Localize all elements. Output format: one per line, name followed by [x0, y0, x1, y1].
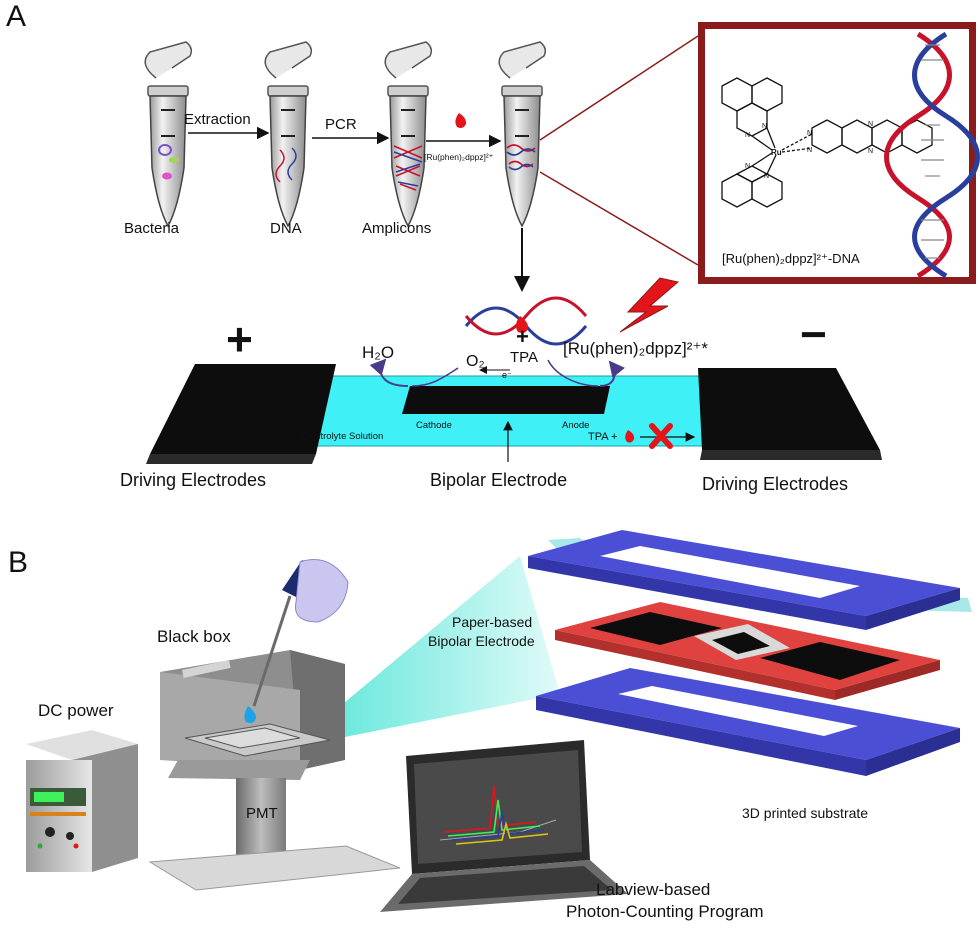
o2-label: O₂ [466, 353, 485, 370]
anode-label: Anode [562, 420, 589, 431]
ru-complex-label: [Ru(phen)₂dppz]²⁺* [563, 339, 708, 358]
tube-bacteria-icon [144, 41, 193, 227]
inset-callout-line-bottom [539, 171, 699, 266]
dna-complex-icon [464, 296, 588, 346]
dc-power-label: DC power [38, 701, 114, 720]
dna-helix-icon [884, 31, 980, 279]
bipolar-electrode [402, 386, 610, 414]
ru-complex-small-label: [Ru(phen)₂dppz]²⁺ [424, 152, 493, 162]
ru-complex-structure-icon [721, 77, 933, 208]
driving-electrode-right [698, 368, 880, 450]
paper-bpe-label-1: Paper-based [452, 614, 532, 630]
n-atom-label-4: N [764, 173, 769, 180]
pcr-label: PCR [325, 116, 357, 133]
lightning-icon [619, 277, 680, 333]
paper-bpe-label-2: Bipolar Electrode [428, 633, 535, 649]
n-atom-label-8: N [868, 148, 873, 155]
tube-amplicons-icon [384, 41, 433, 227]
view-beam [290, 556, 560, 748]
n-atom-label-1: N [762, 123, 767, 130]
bipolar-electrode-label: Bipolar Electrode [430, 470, 567, 490]
driving-electrodes-right-label: Driving Electrodes [702, 474, 848, 494]
bottom-substrate [536, 668, 960, 776]
tube-dna-icon [264, 41, 313, 227]
pmt-label: PMT [246, 805, 278, 822]
cathode-label: Cathode [416, 420, 452, 431]
paper-electrode [555, 602, 940, 700]
anode-plus-sign: + [226, 313, 253, 365]
n-atom-label-5: N [807, 130, 812, 137]
substrate-label: 3D printed substrate [742, 805, 868, 821]
tpa-arrow [547, 359, 599, 387]
driving-electrodes-left-label: Driving Electrodes [120, 470, 266, 490]
n-atom-label-2: N [745, 132, 750, 139]
cathode-reaction-arrow [369, 358, 409, 387]
h2o-label: H₂O [362, 343, 394, 362]
panel-b-letter: B [8, 546, 28, 579]
anode-reaction-arrow [599, 360, 625, 387]
inset-box: Ru N N N N N N N N [Ru(phen)₂dppz]²⁺-DNA [698, 22, 980, 284]
extraction-label: Extraction [184, 111, 251, 128]
blocked-drop-icon [625, 430, 635, 443]
electron-label: e⁻ [502, 370, 512, 380]
tube-complex-icon [498, 41, 547, 227]
o2-arrow [411, 367, 459, 387]
cathode-minus-sign: − [800, 308, 827, 360]
amplicons-label: Amplicons [362, 220, 431, 237]
black-box [148, 650, 401, 891]
blocked-x-icon [649, 423, 673, 449]
ru-atom-label: Ru [771, 148, 782, 157]
tpa-label: TPA [510, 349, 538, 366]
inset-callout-line-top [539, 35, 699, 141]
pipette-icon [244, 559, 349, 723]
tpa-blocked-label: TPA + [588, 431, 617, 443]
power-knob-icon [45, 827, 55, 837]
n-atom-label-6: N [807, 147, 812, 154]
driving-electrode-left [150, 364, 336, 454]
black-box-label: Black box [157, 627, 231, 646]
ru-drop-icon [455, 113, 467, 128]
electrolyte-label: Electrolyte Solution [302, 431, 383, 442]
dc-power-supply [26, 730, 138, 872]
labview-label-1: Labview-based [596, 880, 710, 899]
inset-complex-label: [Ru(phen)₂dppz]²⁺-DNA [722, 251, 860, 266]
n-atom-label-3: N [745, 163, 750, 170]
labview-label-2: Photon-Counting Program [566, 902, 764, 921]
photon-counting-plot [439, 785, 557, 845]
n-atom-label-7: N [868, 121, 873, 128]
bacteria-label: Bacteria [124, 220, 180, 237]
laptop [380, 740, 628, 912]
tpa-plus-sign: + [516, 324, 529, 349]
top-substrate [528, 530, 972, 630]
dna-label: DNA [270, 220, 302, 237]
display-readout [34, 792, 64, 802]
panel-a-letter: A [6, 0, 26, 33]
